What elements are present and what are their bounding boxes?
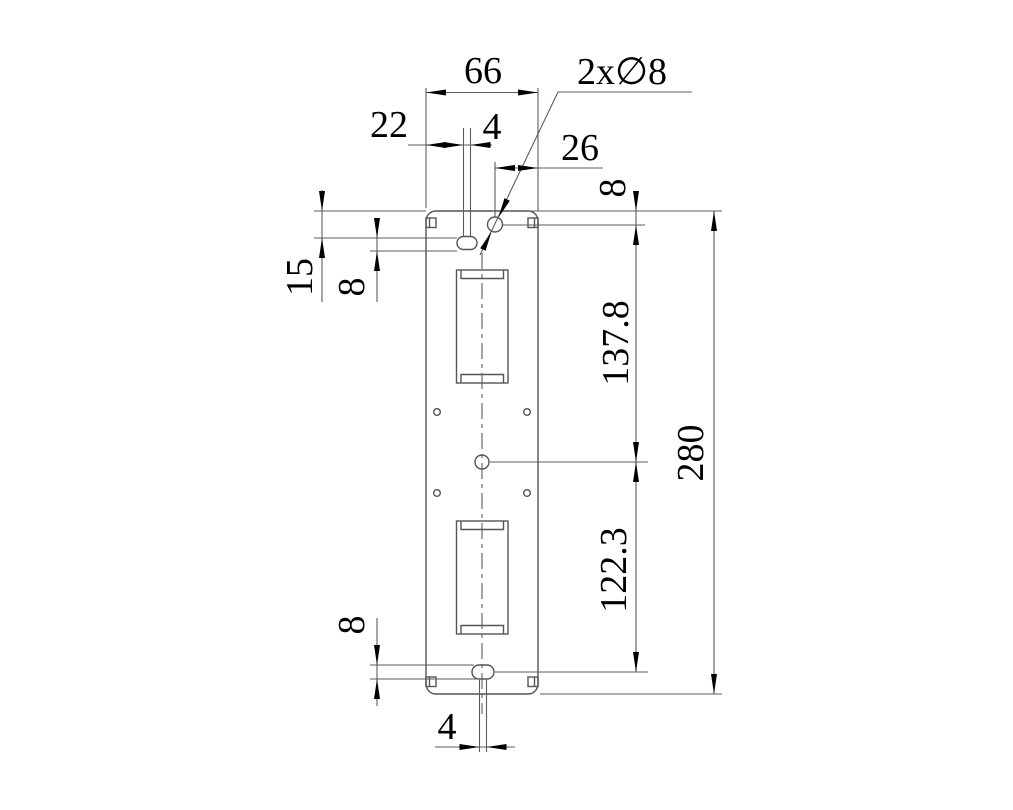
edge-tab-top-left <box>425 217 437 229</box>
dim-edge-to-slot-label: 15 <box>279 258 321 296</box>
edge-tab-top-right <box>527 217 539 229</box>
dim-overall-height-label: 280 <box>670 425 712 482</box>
edge-tab-bottom-left <box>425 676 437 688</box>
dim-offset-left-label: 22 <box>370 104 408 146</box>
edge-tab-bottom-right <box>527 676 539 688</box>
upper-cutout-top-lip <box>460 270 505 280</box>
dim-slot-bottom-straight-label: 4 <box>438 706 457 748</box>
dim-edge-to-hole-label: 8 <box>592 179 634 198</box>
dim-hole-callout-label: 2x∅8 <box>577 51 667 93</box>
dim-overall-width-label: 66 <box>464 50 502 92</box>
dim-slot-top-straight-label: 4 <box>483 106 502 148</box>
dim-center-to-slot-bottom-label: 122.3 <box>593 527 635 613</box>
leader-hole-callout <box>479 91 692 256</box>
dimension-arrows <box>319 89 717 750</box>
corner-hole-top-right <box>523 408 532 417</box>
bottom-slot-hole <box>471 664 495 680</box>
plate-geometry <box>425 210 539 714</box>
corner-hole-bottom-right <box>523 489 532 498</box>
dim-offset-right-label: 26 <box>561 127 599 169</box>
dimension-labels: 66 2x∅8 22 4 26 8 15 8 137.8 280 122.3 8… <box>279 50 712 748</box>
dim-hole-to-center-label: 137.8 <box>595 300 637 386</box>
dim-slot-bottom-height-label: 8 <box>331 616 373 635</box>
corner-hole-top-left <box>433 408 442 417</box>
dim-slot-top-height-label: 8 <box>331 278 373 297</box>
top-slot-hole <box>456 235 478 251</box>
corner-hole-bottom-left <box>433 489 442 498</box>
